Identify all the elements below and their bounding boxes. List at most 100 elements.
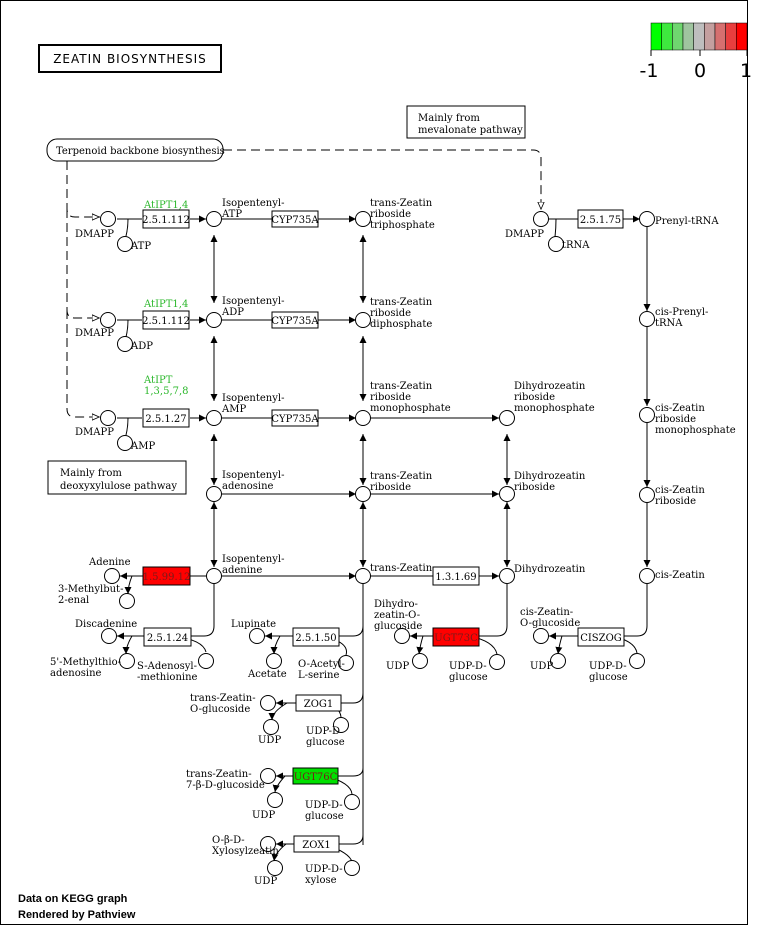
compound-tz-rtp-node[interactable]: [355, 211, 371, 227]
compound-tz-7g-node[interactable]: [260, 768, 276, 784]
enzyme-cyp735a-box[interactable]: [271, 409, 319, 427]
deoxyxylulose-note-line-1: Mainly from: [60, 468, 122, 479]
compound-tz-r-node[interactable]: [355, 486, 371, 502]
compound-udp1-node[interactable]: [412, 653, 428, 669]
enzyme-ugt76c-box[interactable]: [292, 767, 339, 785]
enzyme-1-3-1-69-label: 1.3.1.69: [435, 572, 476, 583]
compound-dhz-og-label: Dihydro-: [374, 599, 418, 610]
footer-line-2: Rendered by Pathview: [18, 909, 136, 921]
gene-label-e1: AtIPT1,4: [143, 200, 188, 211]
compound-tz-og-label: trans-Zeatin-: [190, 693, 256, 704]
compound-cis-prenyl-trna-label: cis-Prenyl-: [655, 307, 708, 318]
compound-udpg1-node[interactable]: [489, 654, 505, 670]
compound-amp-label: AMP: [130, 441, 155, 452]
compound-dhz-og-node[interactable]: [394, 628, 410, 644]
legend-tick-mid: 0: [694, 60, 706, 82]
compound-tz-rmp-node[interactable]: [355, 410, 371, 426]
compound-adenine-label: Adenine: [88, 557, 131, 568]
compound-mta-node[interactable]: [119, 653, 135, 669]
compound-trna-node[interactable]: [548, 236, 564, 252]
compound-udp5-node[interactable]: [267, 860, 283, 876]
enzyme-2-5-1-24-box[interactable]: [143, 627, 192, 647]
legend-color-bar: [650, 22, 748, 51]
legend-swatch: [682, 22, 694, 51]
enzyme-cyp735a-box[interactable]: [271, 210, 319, 228]
enzyme-ugt73c-box[interactable]: [432, 627, 480, 647]
compound-udpg3-node[interactable]: [333, 717, 349, 733]
enzyme-zox1-label: ZOX1: [302, 840, 330, 851]
compound-tz-rdp-label: diphosphate: [370, 319, 432, 330]
compound-udpx-node[interactable]: [344, 860, 360, 876]
compound-dmapp2-node[interactable]: [100, 312, 116, 328]
compound-ob-xz-node[interactable]: [260, 836, 276, 852]
enzyme-2-5-1-27-box[interactable]: [142, 408, 190, 428]
enzyme-2-5-1-75-box[interactable]: [577, 209, 624, 229]
compound-udp2-node[interactable]: [550, 653, 566, 669]
compound-adp-node[interactable]: [117, 336, 133, 352]
compound-dmapp1-label: DMAPP: [75, 229, 114, 240]
compound-atp-label: ATP: [130, 241, 151, 252]
compound-cz-og-node[interactable]: [533, 628, 549, 644]
compound-oacetyl-node[interactable]: [338, 655, 354, 671]
compound-udp4-node[interactable]: [267, 792, 283, 808]
compound-cis-prenyl-trna-node[interactable]: [639, 311, 655, 327]
compound-ip-amp-node[interactable]: [206, 410, 222, 426]
enzyme-1-5-99-12-box[interactable]: [142, 566, 191, 586]
compound-ip-adenine-node[interactable]: [206, 568, 222, 584]
compound-sam-label: -methionine: [137, 672, 198, 683]
compound-udpg2-node[interactable]: [629, 653, 645, 669]
compound-prenyl-trna-node[interactable]: [639, 211, 655, 227]
compound-dmapp2-label: DMAPP: [75, 328, 114, 339]
legend-swatch: [650, 22, 662, 51]
enzyme-2-5-1-112-box[interactable]: [142, 209, 190, 229]
compound-discadenine-node[interactable]: [101, 628, 117, 644]
compound-tz-og-node[interactable]: [260, 695, 276, 711]
legend-swatch: [714, 22, 726, 51]
compound-ip-ado-node[interactable]: [206, 486, 222, 502]
mevalonate-note-line-1: Mainly from: [418, 113, 480, 124]
compound-cz-r-label: riboside: [655, 496, 696, 507]
compound-cz-rmp-node[interactable]: [639, 407, 655, 423]
compound-dmapp3-node[interactable]: [100, 410, 116, 426]
compound-dhz-r-node[interactable]: [499, 486, 515, 502]
compound-cz-node[interactable]: [639, 568, 655, 584]
compound-ip-adp-node[interactable]: [206, 312, 222, 328]
compound-acetate-node[interactable]: [266, 653, 282, 669]
compound-udpg3-label: glucose: [306, 737, 345, 748]
compound-tz-node[interactable]: [355, 568, 371, 584]
compound-udpx-label: UDP-D-: [305, 864, 343, 875]
compound-udpg4-node[interactable]: [344, 794, 360, 810]
compound-ip-atp-node[interactable]: [206, 211, 222, 227]
compound-dhz-rmp-node[interactable]: [499, 410, 515, 426]
enzyme-zog1-box[interactable]: [295, 694, 342, 712]
compound-tz-rdp-node[interactable]: [355, 312, 371, 328]
enzyme-1-3-1-69-box[interactable]: [432, 566, 480, 586]
compound-udp3-node[interactable]: [263, 719, 279, 735]
compound-udpg4-label: glucose: [305, 811, 344, 822]
compound-dmapp1-node[interactable]: [100, 211, 116, 227]
enzyme-cyp735a-box[interactable]: [271, 311, 319, 329]
compound-cz-rmp-label: cis-Zeatin: [655, 403, 705, 414]
enzyme-ciszog-box[interactable]: [577, 627, 625, 647]
compound-sam-node[interactable]: [198, 653, 214, 669]
mevalonate-note-line-2: mevalonate pathway: [418, 125, 523, 136]
compound-cz-og-label: O-glucoside: [520, 618, 580, 629]
enzyme-2-5-1-112-box[interactable]: [142, 310, 190, 330]
compound-mta-label: 5'-Methylthio-: [50, 657, 121, 668]
compound-methylbutenal-node[interactable]: [119, 593, 135, 609]
compound-lupinate-node[interactable]: [249, 628, 265, 644]
compound-amp-node[interactable]: [117, 435, 133, 451]
compound-atp-node[interactable]: [117, 236, 133, 252]
compound-ip-ado-label: Isopentenyl-: [222, 470, 284, 481]
compound-udp1-label: UDP: [386, 661, 409, 672]
compound-cz-r-node[interactable]: [639, 487, 655, 503]
enzyme-zox1-box[interactable]: [293, 835, 340, 853]
compound-cz-og-label: cis-Zeatin-: [520, 607, 573, 618]
enzyme-2-5-1-50-box[interactable]: [292, 627, 340, 647]
compound-dhz-node[interactable]: [499, 568, 515, 584]
compound-adenine-node[interactable]: [104, 568, 120, 584]
compound-acetate-label: Acetate: [247, 669, 287, 680]
compound-dhz-og-label: zeatin-O-: [374, 610, 420, 621]
compound-dmapp4-node[interactable]: [533, 211, 549, 227]
